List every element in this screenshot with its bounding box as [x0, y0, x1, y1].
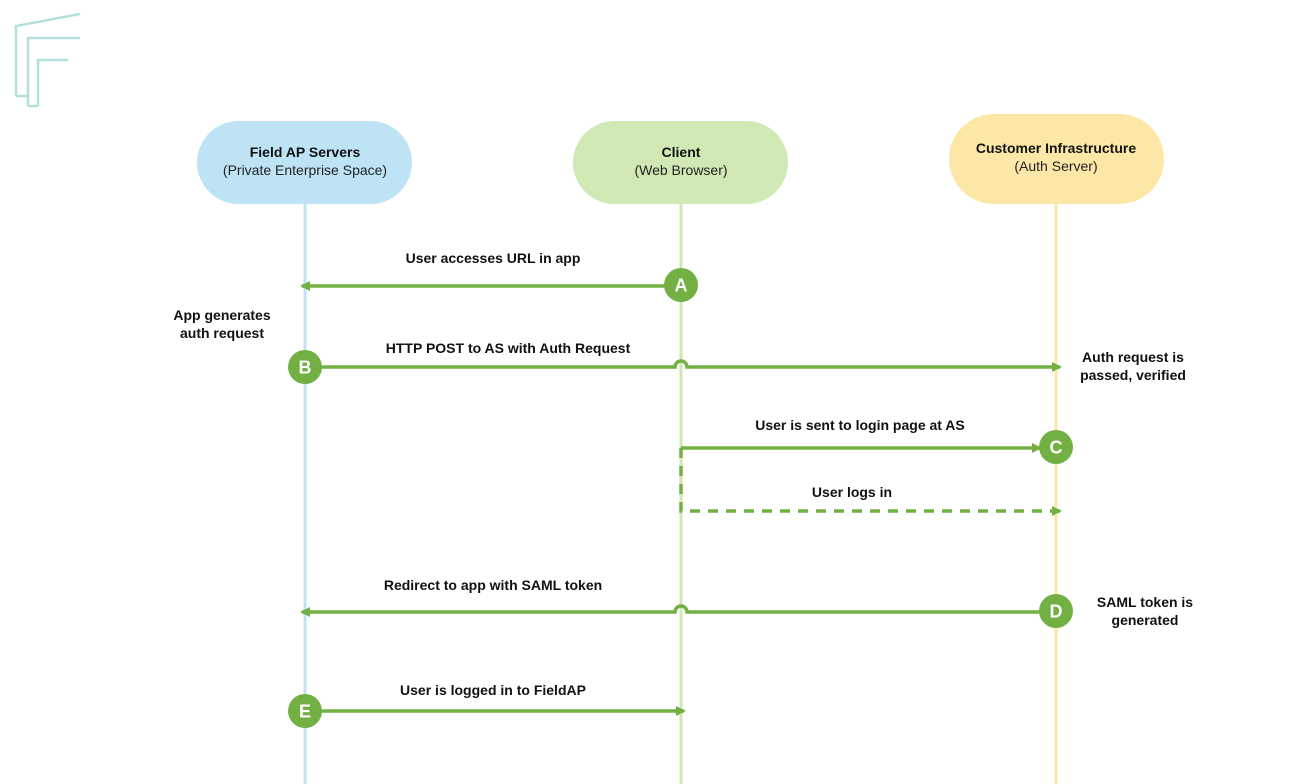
actor-customer-title: Customer Infrastructure: [976, 140, 1136, 156]
actor-field-ap-servers: Field AP Servers (Private Enterprise Spa…: [197, 121, 412, 204]
arrow-login-dashed: [679, 448, 1062, 516]
message-c-label: User is sent to login page at AS: [755, 417, 965, 433]
actor-client-subtitle: (Web Browser): [634, 162, 727, 178]
arrow-d: [300, 604, 1056, 617]
step-d-letter: D: [1050, 602, 1063, 622]
note-saml-line2: generated: [1112, 612, 1179, 628]
step-c-marker: C: [1039, 430, 1073, 464]
actor-client-title: Client: [662, 144, 701, 160]
note-auth-passed-line1: Auth request is: [1082, 349, 1184, 365]
message-b-label: HTTP POST to AS with Auth Request: [386, 340, 631, 356]
message-login-label: User logs in: [812, 484, 892, 500]
actor-customer-subtitle: (Auth Server): [1014, 158, 1097, 174]
note-app-generates-line1: App generates: [173, 307, 270, 323]
actor-client: Client (Web Browser): [573, 121, 788, 204]
step-c-letter: C: [1050, 438, 1063, 458]
actor-field-subtitle: (Private Enterprise Space): [223, 162, 387, 178]
step-a-letter: A: [675, 276, 688, 296]
note-auth-passed-line2: passed, verified: [1080, 367, 1186, 383]
actor-customer-infrastructure: Customer Infrastructure (Auth Server): [949, 114, 1164, 204]
note-saml-line1: SAML token is: [1097, 594, 1193, 610]
actor-field-title: Field AP Servers: [250, 144, 361, 160]
step-e-letter: E: [299, 702, 311, 722]
message-d-label: Redirect to app with SAML token: [384, 577, 602, 593]
step-a-marker: A: [664, 268, 698, 302]
fieldap-f-logo-icon: [14, 12, 81, 108]
message-e-label: User is logged in to FieldAP: [400, 682, 586, 698]
note-app-generates-line2: auth request: [180, 325, 264, 341]
arrow-b: [305, 359, 1062, 372]
step-d-marker: D: [1039, 594, 1073, 628]
step-b-letter: B: [299, 358, 312, 378]
step-e-marker: E: [288, 694, 322, 728]
message-a-label: User accesses URL in app: [406, 250, 581, 266]
step-b-marker: B: [288, 350, 322, 384]
